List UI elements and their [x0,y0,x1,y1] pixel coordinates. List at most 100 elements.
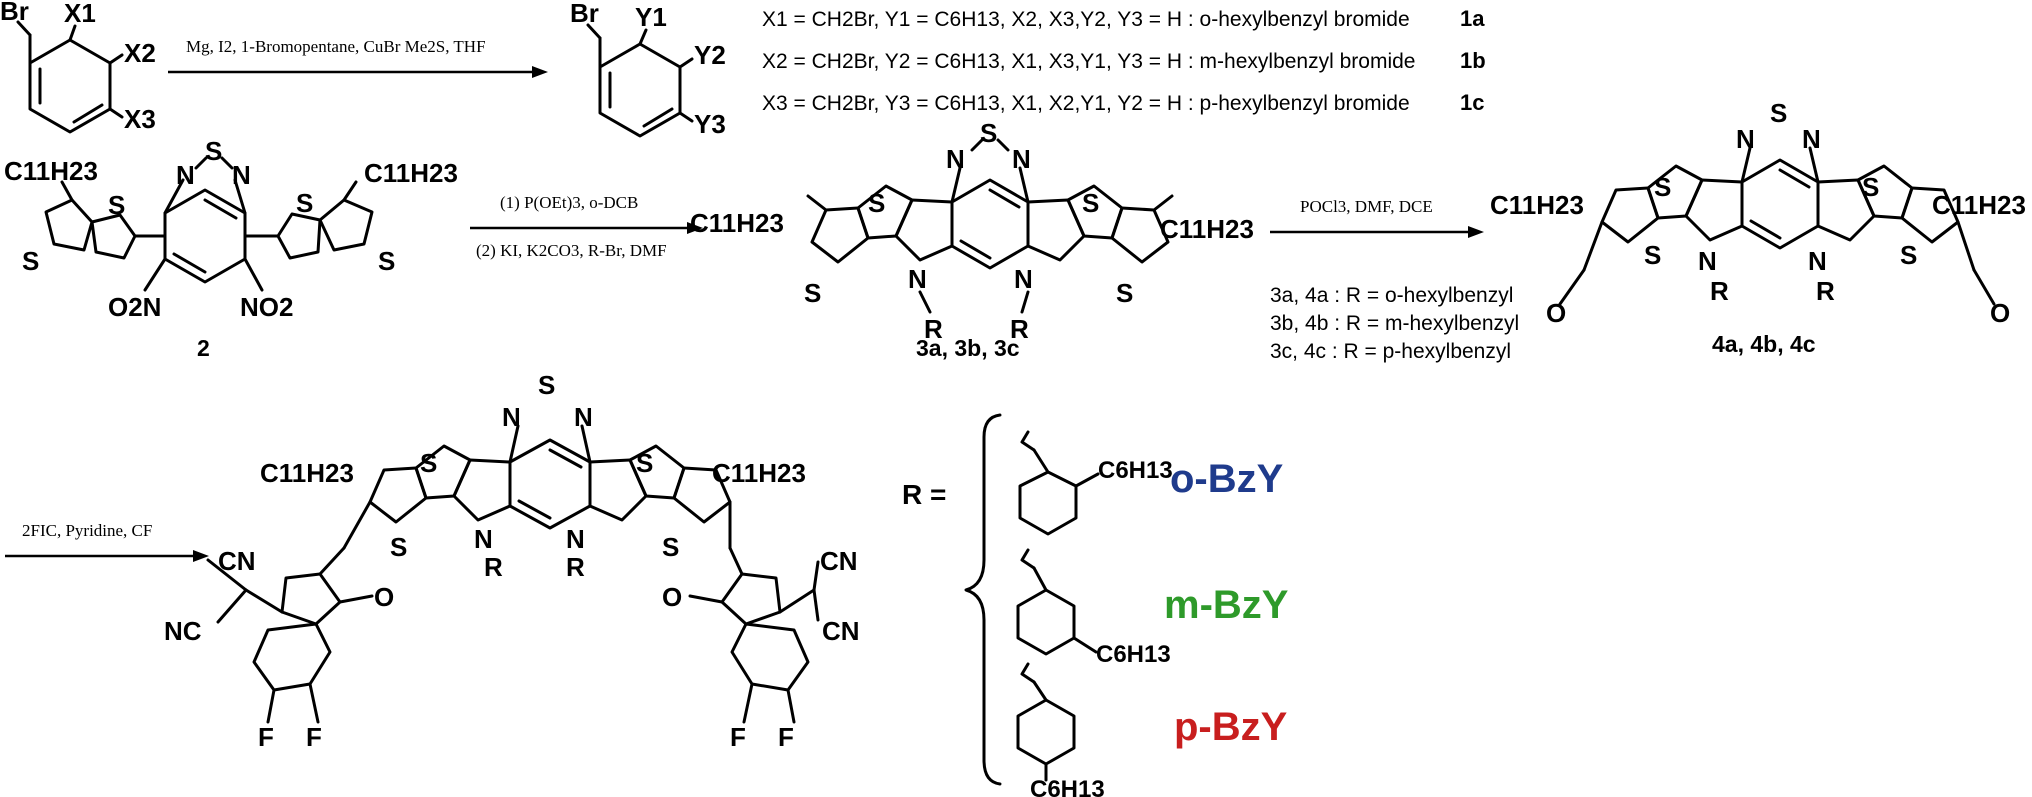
sulfur-atom: S [108,190,125,220]
x2-label: X2 [124,38,156,68]
reaction-arrow-1: Mg, I2, 1-Bromopentane, CuBr Me2S, THF [168,37,548,78]
sulfur-atom: S [804,278,821,308]
nitrogen-atom: N [908,264,927,294]
ortho-hexylbenzyl-substituent: C6H13 [1018,430,1173,536]
cyano-group: CN [218,546,256,576]
r-group: R [1010,314,1029,344]
compound-3-label: 3a, 3b, 3c [916,335,1020,361]
sulfur-atom: S [636,448,653,478]
y3-label: Y3 [694,109,726,139]
compound-4-structure: N S N S S N R C11H23 O S S N R C11H23 O [1490,98,2026,328]
sulfur-atom: S [1082,188,1099,218]
bromine-atom: Br [570,0,599,28]
nitrogen-atom: N [574,402,593,432]
reaction-3-conditions: POCl3, DMF, DCE [1300,197,1433,216]
hexylbenzyl-bromide-product: Br Y1 Y2 Y3 [570,0,726,139]
compound-2-structure: N S N O2N NO2 S S C11H23 S S C11H23 [4,136,458,322]
product-o-bzy: o-BzY [1170,457,1284,501]
nitrogen-atom: N [1808,246,1827,276]
sulfur-atom: S [22,246,39,276]
cyano-group: CN [822,616,860,646]
nitrogen-atom: N [1014,264,1033,294]
alkyl-chain: C11H23 [260,458,354,488]
reaction-2-step-2: (2) KI, K2CO3, R-Br, DMF [476,241,667,260]
alkyl-chain: C11H23 [4,156,98,186]
sulfur-atom: S [420,448,437,478]
sulfur-atom: S [1116,278,1133,308]
sulfur-atom: S [378,246,395,276]
sulfur-atom: S [1644,240,1661,270]
x3-label: X3 [124,104,156,134]
nitrogen-atom: N [1736,124,1755,154]
sulfur-atom: S [296,188,313,218]
nitrogen-atom: N [232,160,251,190]
alkyl-chain: C11H23 [1490,190,1584,220]
r-group: R [924,314,943,344]
alkyl-chain: C11H23 [690,208,784,238]
sulfur-atom: S [538,370,555,400]
reaction-arrow-4: 2FIC, Pyridine, CF [5,521,209,562]
cyano-group: CN [820,546,858,576]
nitro-group: NO2 [240,292,293,322]
fluorine-atom: F [258,722,274,752]
sulfur-atom: S [662,532,679,562]
benzyl-bromide-starting-material: Br X1 X2 X3 [0,0,156,134]
sulfur-atom: S [390,532,407,562]
sulfur-atom: S [1900,240,1917,270]
meta-hexylbenzyl-substituent: C6H13 [1016,548,1171,668]
compound-id-1b: 1b [1460,48,1486,73]
reaction-4-conditions: 2FIC, Pyridine, CF [22,521,152,540]
para-hexylbenzyl-substituent: C6H13 [1016,662,1105,797]
sulfur-atom: S [205,136,222,166]
product-p-bzy: p-BzY [1174,705,1288,749]
r-group-definitions: 3a, 4a : R = o-hexylbenzyl 3b, 4b : R = … [1270,284,1519,363]
hexyl-chain: C6H13 [1096,641,1171,668]
alkyl-chain: C11H23 [364,158,458,188]
product-m-bzy: m-BzY [1164,583,1289,627]
fluorine-atom: F [730,722,746,752]
sulfur-atom: S [1770,98,1787,128]
nitrogen-atom: N [1802,124,1821,154]
compound-2-label: 2 [197,335,210,361]
sulfur-atom: S [868,188,885,218]
r-definition-a: 3a, 4a : R = o-hexylbenzyl [1270,284,1513,307]
compound-4-label: 4a, 4b, 4c [1712,331,1816,357]
fluorine-atom: F [778,722,794,752]
y2-label: Y2 [694,40,726,70]
definition-1a: X1 = CH2Br, Y1 = C6H13, X2, X3,Y2, Y3 = … [762,8,1410,31]
r-group: R [484,552,503,582]
r-group: R [1816,276,1835,306]
nitrogen-atom: N [176,160,195,190]
reaction-arrow-3: POCl3, DMF, DCE [1270,197,1484,238]
r-group: R [1710,276,1729,306]
alkyl-chain: C11H23 [1932,190,2026,220]
compound-id-1c: 1c [1460,90,1484,115]
r-definition-b: 3b, 4b : R = m-hexylbenzyl [1270,312,1519,335]
y1-label: Y1 [635,2,667,32]
bromine-atom: Br [0,0,29,26]
nitrogen-atom: N [502,402,521,432]
carbonyl-oxygen: O [662,582,682,612]
nitrogen-atom: N [1698,246,1717,276]
carbonyl-oxygen: O [374,582,394,612]
r-group: R [566,552,585,582]
compound-id-1a: 1a [1460,6,1485,31]
nitrogen-atom: N [474,524,493,554]
definition-1c: X3 = CH2Br, Y3 = C6H13, X1, X2,Y1, Y2 = … [762,92,1410,115]
r-equals-label: R = [902,479,946,510]
sulfur-atom: S [980,118,997,148]
nitrogen-atom: N [1012,144,1031,174]
sulfur-atom: S [1862,172,1879,202]
fluorine-atom: F [306,722,322,752]
reaction-2-step-1: (1) P(OEt)3, o-DCB [500,193,638,212]
final-acceptor-structure: N S N S S N R C11H23 CN NC O F F S S N R [164,370,860,752]
nitrogen-atom: N [566,524,585,554]
nitro-group: O2N [108,292,161,322]
hexyl-chain: C6H13 [1030,776,1105,797]
reaction-1-conditions: Mg, I2, 1-Bromopentane, CuBr Me2S, THF [186,37,486,56]
reaction-arrow-2: (1) P(OEt)3, o-DCB (2) KI, K2CO3, R-Br, … [470,193,703,260]
aldehyde-oxygen: O [1546,298,1566,328]
aldehyde-oxygen: O [1990,298,2010,328]
hexyl-chain: C6H13 [1098,457,1173,484]
curly-brace [964,413,1002,786]
